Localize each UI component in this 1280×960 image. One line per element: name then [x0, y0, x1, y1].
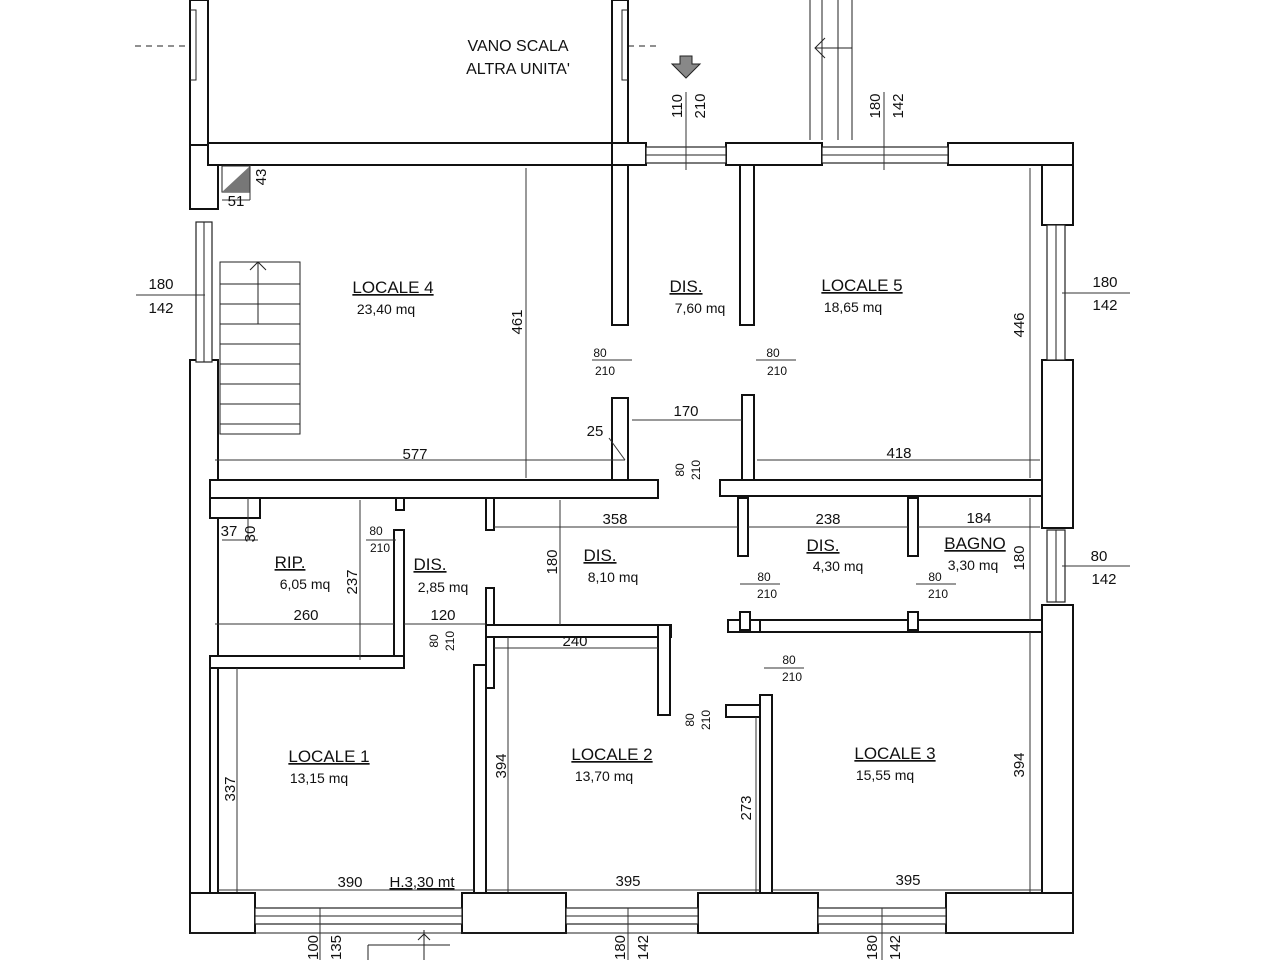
door1-width: 80 [593, 346, 607, 360]
window-left-width: 180 [148, 276, 173, 293]
door3-width: 80 [369, 524, 383, 538]
door3-height: 210 [370, 541, 390, 555]
dim-394-a: 394 [493, 753, 510, 778]
stairwell-label-line1: VANO SCALA [467, 38, 568, 55]
door2-width: 80 [766, 346, 780, 360]
dim-184: 184 [966, 510, 991, 527]
dim-120: 120 [430, 607, 455, 624]
shaft [221, 165, 251, 193]
door1-height: 210 [595, 364, 615, 378]
room-name-dis4: DIS. [806, 536, 839, 555]
dim-30: 30 [242, 526, 259, 543]
dim-358: 358 [602, 511, 627, 528]
dim-395-b: 395 [895, 872, 920, 889]
window-bot1-width: 100 [305, 935, 322, 960]
dim-240: 240 [562, 633, 587, 650]
window-bot2-height: 142 [635, 935, 652, 960]
room-name-locale3: LOCALE 3 [854, 744, 935, 763]
door9-height: 210 [699, 710, 713, 730]
dim-446: 446 [1011, 312, 1028, 337]
interior-walls [209, 164, 1043, 894]
dim-418: 418 [886, 445, 911, 462]
other-unit-stairwell: VANO SCALA ALTRA UNITA' [135, 0, 853, 146]
dim-25: 25 [587, 423, 604, 440]
window-right-height: 142 [1092, 297, 1117, 314]
door9-width: 80 [683, 713, 697, 727]
room-name-locale1: LOCALE 1 [288, 747, 369, 766]
stairwell-label-line2: ALTRA UNITA' [466, 61, 570, 78]
dim-390: 390 [337, 874, 362, 891]
window-labels: 180 142 180 142 80 142 110 210 180 142 1… [148, 93, 1118, 960]
internal-staircase [219, 261, 301, 435]
room-area-locale5: 18,65 mq [824, 299, 882, 315]
window-bot3-height: 142 [887, 935, 904, 960]
dim-238: 238 [815, 511, 840, 528]
window-bot2-width: 180 [612, 935, 629, 960]
dim-273: 273 [738, 795, 755, 820]
dim-170: 170 [673, 403, 698, 420]
dim-51: 51 [228, 193, 245, 210]
ceiling-height: H.3,30 mt [389, 874, 455, 891]
dim-237: 237 [344, 569, 361, 594]
dim-337: 337 [222, 776, 239, 801]
room-name-dis3: DIS. [583, 546, 616, 565]
dim-43: 43 [253, 169, 270, 186]
room-area-rip: 6,05 mq [280, 576, 331, 592]
door6-width: 80 [782, 653, 796, 667]
room-name-locale5: LOCALE 5 [821, 276, 902, 295]
room-area-bagno: 3,30 mq [948, 557, 999, 573]
dimension-labels: 577 418 170 25 358 238 184 260 120 240 3… [221, 169, 1028, 891]
window-top2-width: 180 [867, 93, 884, 118]
room-name-locale2: LOCALE 2 [571, 745, 652, 764]
door5-width: 80 [928, 570, 942, 584]
room-area-locale3: 15,55 mq [856, 767, 914, 783]
dimension-lines [136, 92, 1130, 892]
dim-394-b: 394 [1011, 752, 1028, 777]
dim-180-dis: 180 [544, 549, 561, 574]
room-area-dis1: 7,60 mq [675, 300, 726, 316]
door6-height: 210 [782, 670, 802, 684]
window-left-height: 142 [148, 300, 173, 317]
window-top2-height: 142 [890, 93, 907, 118]
room-area-locale4: 23,40 mq [357, 301, 415, 317]
room-area-locale2: 13,70 mq [575, 768, 633, 784]
door7-height: 210 [689, 460, 703, 480]
entrance-arrow-icon [670, 55, 702, 79]
room-labels: LOCALE 4 23,40 mq DIS. 7,60 mq LOCALE 5 … [275, 276, 1006, 786]
dim-461: 461 [509, 309, 526, 334]
door4-height: 210 [757, 587, 777, 601]
room-name-dis2: DIS. [413, 555, 446, 574]
dim-260: 260 [293, 607, 318, 624]
door2-height: 210 [767, 364, 787, 378]
door5-height: 210 [928, 587, 948, 601]
room-name-dis1: DIS. [669, 277, 702, 296]
dim-577: 577 [402, 446, 427, 463]
window-bot1-height: 135 [328, 935, 345, 960]
room-area-dis4: 4,30 mq [813, 558, 864, 574]
window-top1-height: 210 [692, 93, 709, 118]
dim-180-bagno: 180 [1011, 545, 1028, 570]
room-name-bagno: BAGNO [944, 534, 1005, 553]
door-labels: 80 210 80 210 80 210 80 210 80 210 80 21… [369, 346, 948, 730]
room-area-dis3: 8,10 mq [588, 569, 639, 585]
dim-395-a: 395 [615, 873, 640, 890]
room-area-dis2: 2,85 mq [418, 579, 469, 595]
window-bot3-width: 180 [864, 935, 881, 960]
window-bagno-width: 80 [1091, 548, 1108, 565]
dim-37: 37 [221, 523, 238, 540]
outer-walls [189, 142, 1074, 934]
room-name-locale4: LOCALE 4 [352, 278, 433, 297]
door4-width: 80 [757, 570, 771, 584]
window-right-width: 180 [1092, 274, 1117, 291]
room-area-locale1: 13,15 mq [290, 770, 348, 786]
window-top1-width: 110 [669, 94, 686, 118]
door7-width: 80 [673, 463, 687, 477]
door8-height: 210 [443, 631, 457, 651]
room-name-rip: RIP. [275, 553, 306, 572]
windows [195, 146, 1066, 925]
window-bagno-height: 142 [1091, 571, 1116, 588]
door8-width: 80 [427, 634, 441, 648]
